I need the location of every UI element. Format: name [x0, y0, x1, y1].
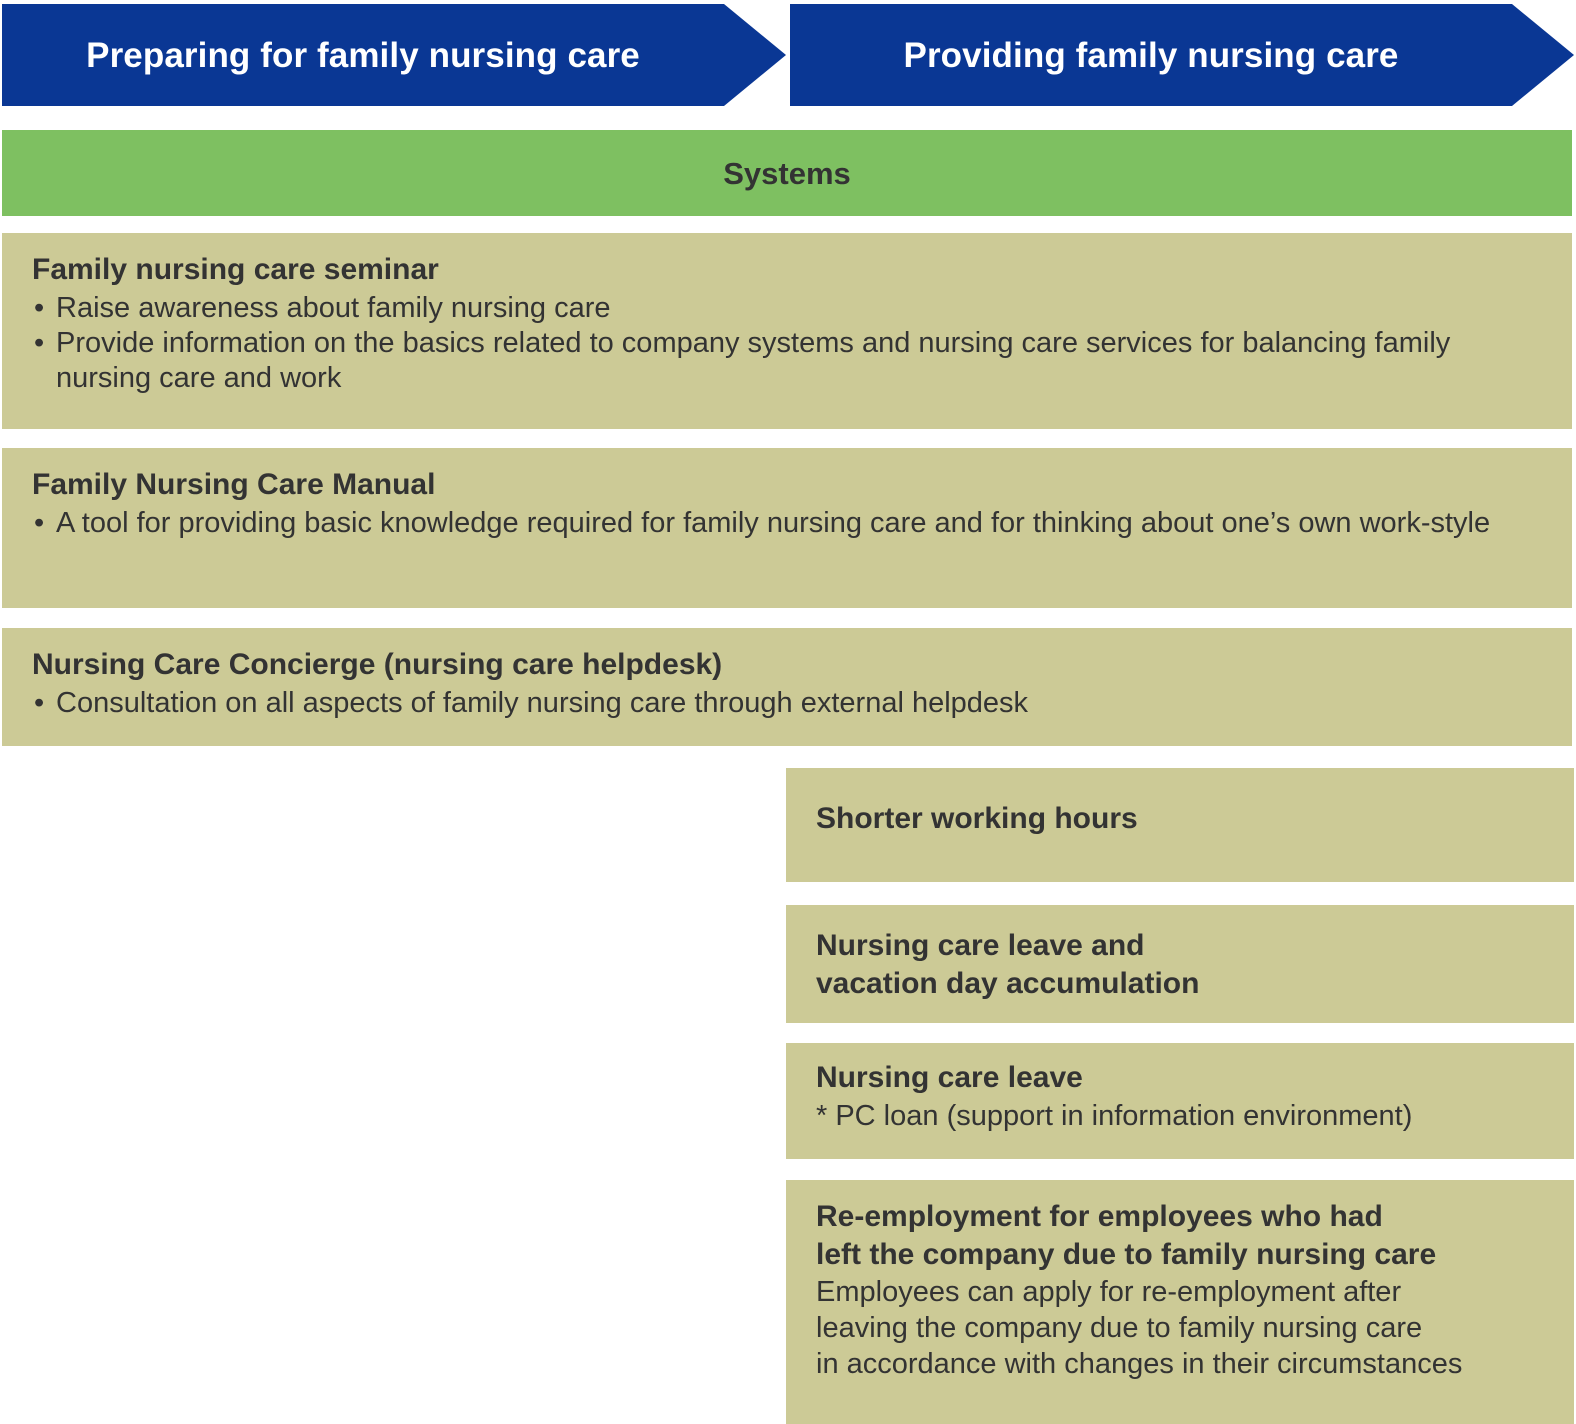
list-item-text: Raise awareness about family nursing car… [56, 291, 611, 324]
card-nursing-care-leave-and-vacation-day-accumulation: Nursing care leave and vacation day accu… [786, 905, 1574, 1023]
card-nursing-care-leave: Nursing care leave * PC loan (support in… [786, 1043, 1574, 1159]
card-title: Shorter working hours [816, 802, 1138, 835]
card-title: Re-employment for employees who had left… [816, 1200, 1437, 1271]
card-nursing-care-concierge: Nursing Care Concierge (nursing care hel… [2, 628, 1572, 746]
card-title: Family nursing care seminar [32, 253, 439, 286]
card-title: Family Nursing Care Manual [32, 468, 436, 501]
phase-arrow-preparing-label: Preparing for family nursing care [86, 35, 640, 75]
bullet-glyph: • [34, 326, 45, 359]
list-item: • Provide information on the basics rela… [32, 326, 1546, 397]
card-note: * PC loan (support in information enviro… [816, 1099, 1413, 1132]
systems-band-label: Systems [723, 155, 851, 191]
card-bullet-list: • A tool for providing basic knowledge r… [32, 506, 1546, 541]
card-family-nursing-care-seminar: Family nursing care seminar • Raise awar… [2, 233, 1572, 429]
bullet-glyph: • [34, 686, 45, 719]
phase-arrow-row: Preparing for family nursing care Provid… [0, 4, 1576, 106]
list-item-text: A tool for providing basic knowledge req… [56, 506, 1491, 539]
phase-arrow-providing: Providing family nursing care [790, 4, 1574, 106]
card-body: Employees can apply for re-employment af… [816, 1276, 1463, 1380]
card-title: Nursing care leave [816, 1061, 1083, 1094]
card-re-employment: Re-employment for employees who had left… [786, 1180, 1574, 1424]
bullet-glyph: • [34, 291, 45, 324]
phase-arrow-preparing: Preparing for family nursing care [2, 4, 786, 106]
systems-band: Systems [2, 130, 1572, 216]
list-item: • Consultation on all aspects of family … [32, 686, 1546, 721]
card-bullet-list: • Raise awareness about family nursing c… [32, 291, 1546, 397]
card-title: Nursing Care Concierge (nursing care hel… [32, 648, 723, 681]
list-item-text: Consultation on all aspects of family nu… [56, 686, 1029, 719]
card-title: Nursing care leave and vacation day accu… [816, 929, 1200, 1000]
card-family-nursing-care-manual: Family Nursing Care Manual • A tool for … [2, 448, 1572, 608]
bullet-glyph: • [34, 506, 45, 539]
list-item-text: Provide information on the basics relate… [56, 326, 1451, 395]
list-item: • Raise awareness about family nursing c… [32, 291, 1546, 326]
card-shorter-working-hours: Shorter working hours [786, 768, 1574, 882]
list-item: • A tool for providing basic knowledge r… [32, 506, 1546, 541]
card-bullet-list: • Consultation on all aspects of family … [32, 686, 1546, 721]
phase-arrow-providing-label: Providing family nursing care [903, 35, 1399, 75]
